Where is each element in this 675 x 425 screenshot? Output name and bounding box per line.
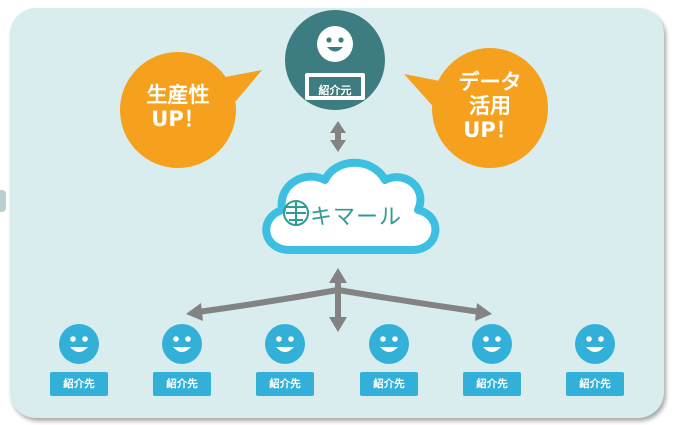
recipient-node: 紹介先 (250, 323, 320, 403)
smiley-icon (59, 324, 99, 364)
smiley-icon (575, 324, 615, 364)
recipient-label: 紹介先 (566, 372, 624, 396)
recipient-node: 紹介先 (44, 323, 114, 403)
data-utilization-bubble (404, 48, 548, 168)
smiley-icon (317, 26, 353, 62)
recipient-label: 紹介先 (50, 372, 108, 396)
smiley-icon (472, 324, 512, 364)
cloud-icon (262, 158, 440, 254)
data-utilization-bubble-text: データ 活用 UP！ (458, 70, 522, 143)
distribution-arrows (186, 268, 492, 332)
smiley-icon (369, 324, 409, 364)
double-arrow-icon (330, 121, 346, 152)
productivity-bubble (120, 52, 262, 168)
recipient-label: 紹介先 (463, 372, 521, 396)
edge-decoration (0, 190, 6, 212)
smiley-icon (265, 324, 305, 364)
recipient-node: 紹介先 (147, 323, 217, 403)
kimaru-logo-icon (283, 200, 309, 226)
recipient-node: 紹介先 (354, 323, 424, 403)
referrer-node (285, 10, 385, 110)
smiley-icon (162, 324, 202, 364)
recipient-label: 紹介先 (153, 372, 211, 396)
recipient-node: 紹介先 (457, 323, 527, 403)
logo-text: キマール (310, 205, 403, 230)
productivity-bubble-text: 生産性 UP！ (146, 83, 210, 132)
recipient-label: 紹介先 (256, 372, 314, 396)
recipient-label: 紹介先 (360, 372, 418, 396)
recipient-node: 紹介先 (560, 323, 630, 403)
referrer-label: 紹介元 (318, 84, 352, 97)
